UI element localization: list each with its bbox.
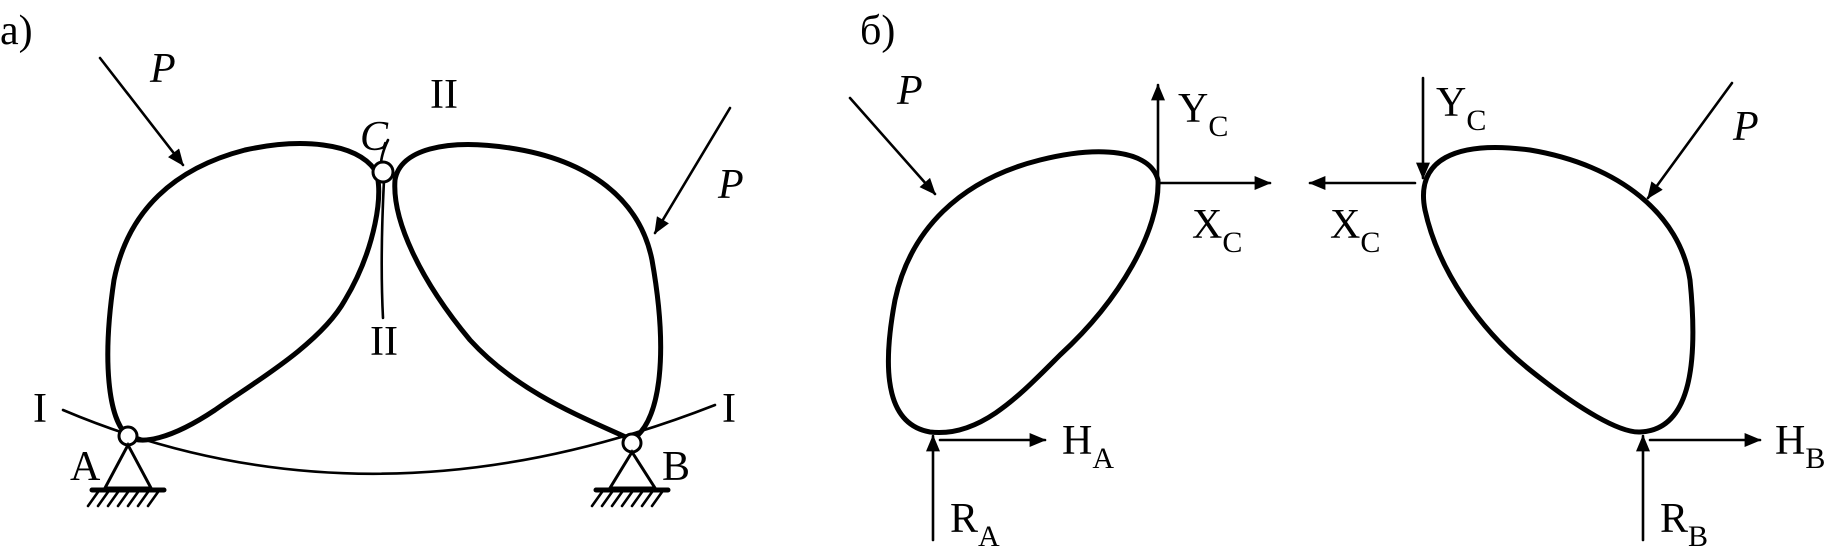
left-arch-body — [105, 141, 382, 443]
load-label-right: P — [717, 162, 744, 208]
section-line-ii — [379, 138, 390, 320]
ha-label: HA — [1062, 418, 1114, 475]
load-arrow-left-b — [848, 96, 937, 196]
hb-label: HB — [1775, 418, 1825, 475]
xc-left-label: XC — [1192, 202, 1242, 259]
yc-right-label: YC — [1436, 80, 1486, 137]
yc-left-label: YC — [1178, 86, 1228, 143]
section-i-right-label: I — [722, 386, 736, 432]
load-arrow-right — [653, 106, 732, 235]
section-ii-bottom-label: II — [370, 319, 398, 365]
hinge-c — [371, 160, 395, 184]
section-ii-top-label: II — [430, 72, 458, 118]
hinge-c-label: C — [360, 114, 389, 160]
ra-label: RA — [950, 496, 1000, 553]
load-arrow-right-b — [1646, 81, 1734, 200]
support-a — [86, 425, 167, 508]
support-b-label: B — [662, 444, 690, 490]
support-b — [590, 432, 671, 508]
panel-b-label: б) — [860, 8, 895, 54]
load-arrow-left — [98, 56, 185, 167]
section-i-left-label: I — [33, 386, 47, 432]
right-free-body — [1421, 145, 1696, 435]
panel-a-label: а) — [0, 8, 33, 54]
load-label-right-b: P — [1732, 104, 1759, 150]
xc-right-label: XC — [1330, 202, 1380, 259]
section-line-i — [61, 403, 717, 476]
load-label-left: P — [149, 46, 176, 92]
load-label-left-b: P — [896, 68, 923, 114]
panel-b: б) P P YC XC HA RA YC XC HB RB — [848, 8, 1825, 553]
panel-a: а) — [0, 8, 744, 508]
left-free-body — [885, 149, 1161, 436]
support-a-label: A — [70, 444, 101, 490]
right-arch-body — [392, 142, 664, 443]
rb-label: RB — [1660, 496, 1708, 553]
